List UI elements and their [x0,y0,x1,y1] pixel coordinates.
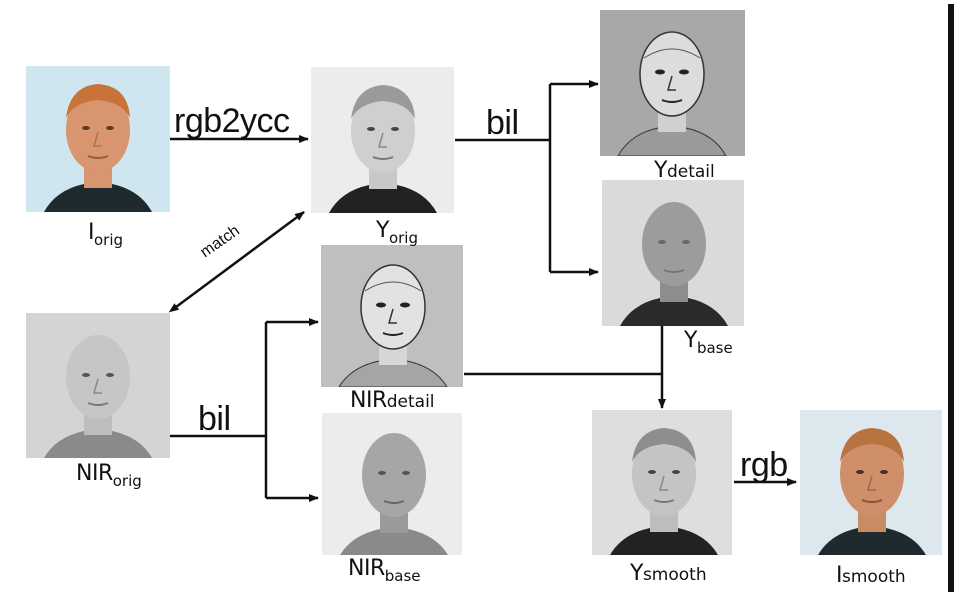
label-i-orig: Iorig [88,220,123,248]
label-i-orig-main: I [88,220,95,245]
edge-label-bil-top: bil [486,104,519,142]
label-y-detail-sub: detail [666,162,715,182]
label-y-base-sub: base [696,339,733,357]
image-i-smooth [800,410,942,555]
label-y-orig-sub: orig [388,229,418,247]
image-nir-orig [26,313,170,458]
label-y-base-main: Y [684,328,697,353]
right-frame-border [948,4,954,592]
edge-label-rgb2ycc: rgb2ycc [174,102,290,140]
label-nir-detail-sub: detail [386,392,435,412]
image-y-detail [600,10,745,156]
image-i-orig [26,66,170,212]
label-y-base: Ybase [684,328,733,356]
label-nir-base: NIRbase [348,556,421,584]
label-nir-detail-main: NIR [350,388,387,413]
label-y-orig: Yorig [376,218,418,246]
label-nir-orig: NIRorig [76,461,142,489]
label-nir-orig-sub: orig [112,472,142,490]
label-y-detail: Ydetail [654,160,715,182]
edge-label-rgb: rgb [740,446,788,484]
image-nir-detail [321,245,463,387]
label-y-smooth-sub: smooth [642,565,707,585]
label-y-detail-main: Y [654,158,667,183]
label-i-orig-sub: orig [94,231,124,249]
label-nir-base-sub: base [384,567,421,585]
label-nir-orig-main: NIR [76,461,113,486]
image-y-base [602,180,744,326]
image-y-smooth [592,410,732,555]
arrow-match [168,210,305,313]
label-y-smooth-main: Y [630,561,643,586]
label-i-smooth-main: I [836,563,843,588]
label-i-smooth-sub: smooth [842,567,906,587]
label-y-smooth: Ysmooth [630,563,707,585]
edge-label-bil-bottom: bil [198,400,231,438]
label-i-smooth: Ismooth [836,565,906,587]
image-y-orig [311,67,454,213]
label-y-orig-main: Y [376,218,389,243]
label-nir-detail: NIRdetail [350,390,435,412]
label-nir-base-main: NIR [348,556,385,581]
image-nir-base [322,413,462,555]
